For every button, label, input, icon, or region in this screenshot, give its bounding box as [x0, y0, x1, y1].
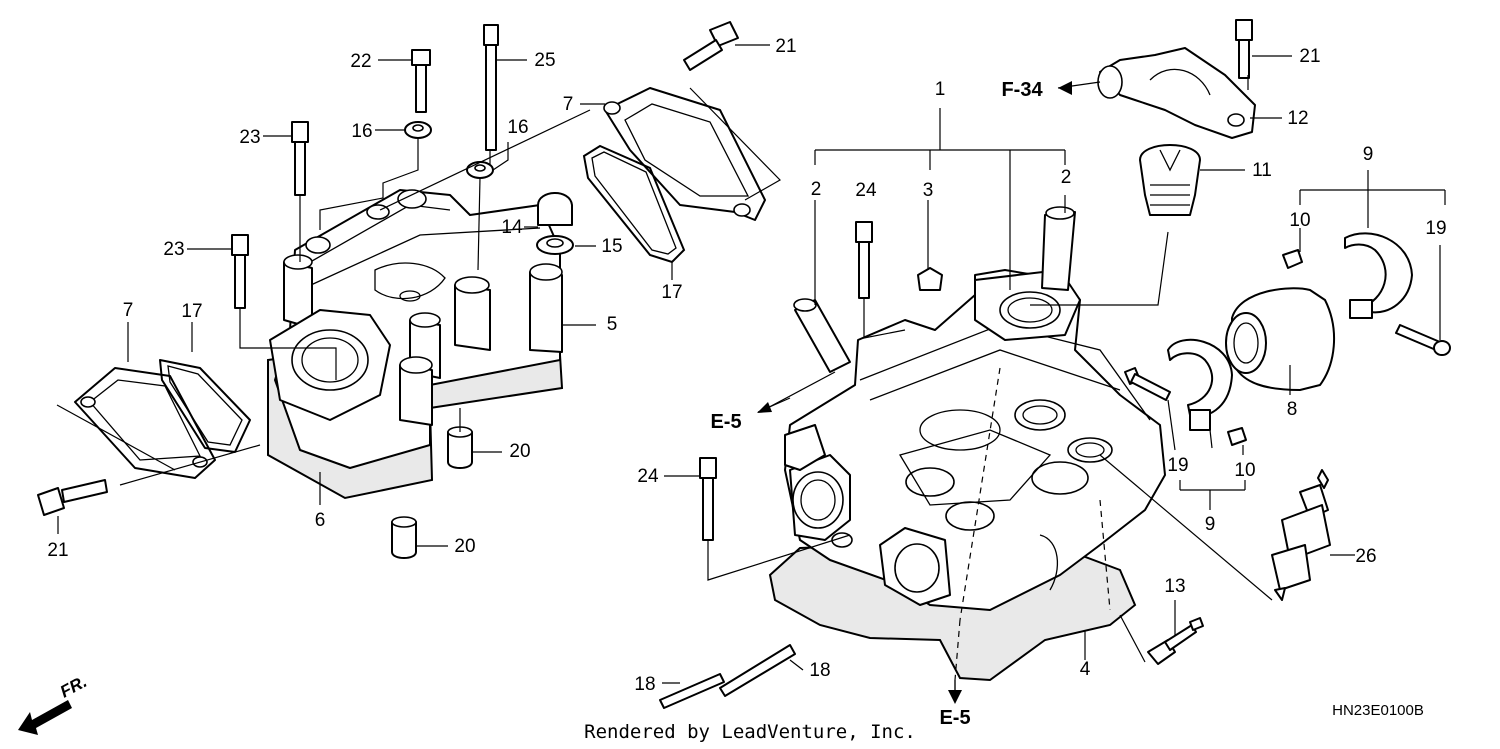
reference-e5: E-5 — [939, 707, 970, 729]
callout-22: 22 — [350, 51, 371, 72]
callout-1: 1 — [935, 79, 946, 100]
callout-26: 26 — [1355, 546, 1376, 567]
cylinder-head-cover-assembly — [37, 21, 781, 559]
callout-2: 2 — [811, 179, 822, 200]
callout-17: 17 — [181, 301, 202, 322]
diagram-code: HN23E0100B — [1332, 702, 1424, 719]
callout-5: 5 — [607, 314, 618, 335]
callout-20: 20 — [454, 536, 475, 557]
callout-21: 21 — [1299, 46, 1320, 67]
callout-18: 18 — [634, 674, 655, 695]
callout-9: 9 — [1363, 144, 1374, 165]
callout-7: 7 — [563, 94, 574, 115]
reference-arrows — [18, 81, 1101, 735]
thermostat — [1139, 144, 1201, 216]
callout-8: 8 — [1287, 399, 1298, 420]
callout-2: 2 — [1061, 167, 1072, 188]
front-arrow-icon — [18, 700, 72, 735]
callout-9: 9 — [1205, 514, 1216, 535]
front-label: FR. — [57, 672, 90, 702]
callout-14: 14 — [501, 217, 523, 238]
reference-e5: E-5 — [710, 411, 741, 433]
render-credit: Rendered by LeadVenture, Inc. — [584, 721, 916, 743]
right-parts — [1030, 19, 1451, 665]
callout-7: 7 — [123, 300, 134, 321]
callout-16: 16 — [507, 117, 528, 138]
top-breather-cap — [604, 87, 766, 221]
callout-12: 12 — [1287, 108, 1308, 129]
callout-21: 21 — [47, 540, 68, 561]
callout-19: 19 — [1167, 455, 1188, 476]
left-breather-cap — [74, 367, 216, 479]
reference-f34: F-34 — [1001, 79, 1043, 101]
callout-23: 23 — [239, 127, 260, 148]
callout-16: 16 — [351, 121, 372, 142]
callout-18: 18 — [809, 660, 830, 681]
thermostat-cover — [1099, 47, 1256, 139]
callout-21: 21 — [775, 36, 796, 57]
callout-13: 13 — [1164, 576, 1185, 597]
callout-10: 10 — [1289, 210, 1310, 231]
callout-24: 24 — [637, 466, 659, 487]
callout-23: 23 — [163, 239, 184, 260]
callout-11: 11 — [1252, 160, 1272, 181]
callout-25: 25 — [534, 50, 555, 71]
callout-24: 24 — [855, 180, 877, 201]
callout-19: 19 — [1425, 218, 1446, 239]
callout-4: 4 — [1080, 659, 1091, 680]
callout-20: 20 — [509, 441, 530, 462]
callout-15: 15 — [601, 236, 622, 257]
callout-3: 3 — [923, 180, 934, 201]
callout-6: 6 — [315, 510, 326, 531]
cylinder-head-assembly — [659, 108, 1166, 709]
callout-10: 10 — [1234, 460, 1255, 481]
callout-labels: 1 2 2 3 4 5 6 7 7 8 9 9 10 10 11 12 13 1… — [47, 36, 1446, 695]
callout-17: 17 — [661, 282, 682, 303]
